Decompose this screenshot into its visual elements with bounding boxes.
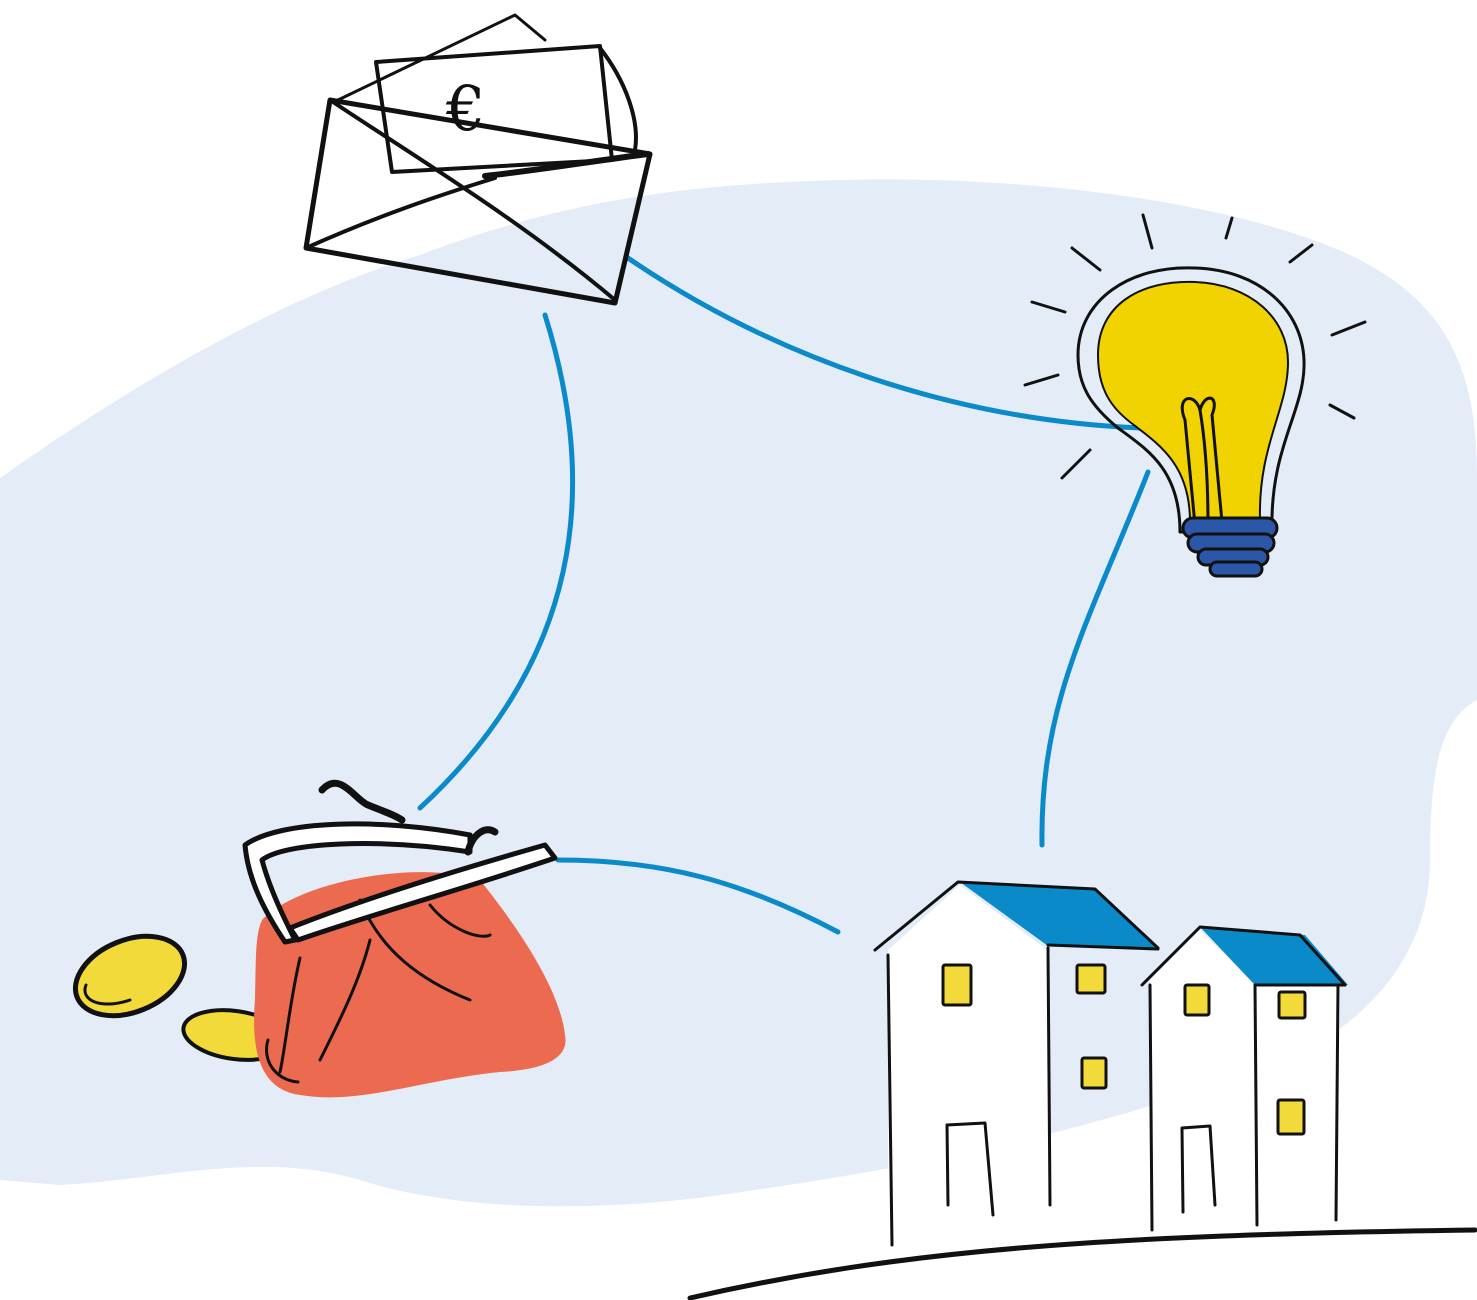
window — [1082, 1058, 1106, 1088]
ground-line — [690, 1230, 1475, 1298]
window — [1077, 965, 1105, 993]
window — [943, 965, 971, 1005]
euro-symbol: € — [445, 72, 485, 145]
window — [1279, 992, 1305, 1018]
window — [1185, 985, 1209, 1015]
house-right — [1142, 927, 1348, 1230]
window — [1278, 1100, 1304, 1134]
